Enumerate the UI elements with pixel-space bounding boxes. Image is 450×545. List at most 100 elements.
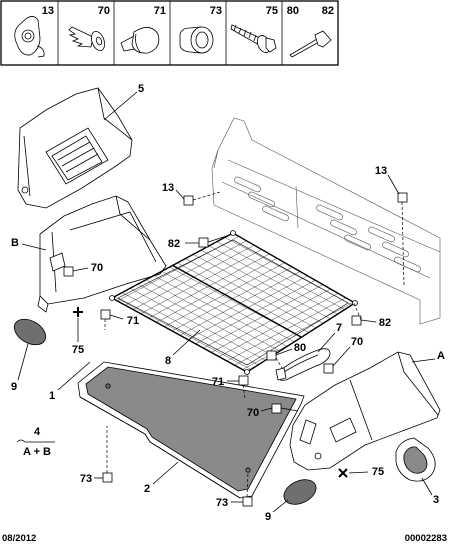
footer-diagram-code: 00002283: [405, 533, 447, 544]
trim-edge-line: [69, 211, 157, 263]
trim-aperture: [299, 419, 317, 445]
callout-label[interactable]: 3: [433, 494, 439, 506]
callout-label[interactable]: 73: [216, 497, 228, 509]
part-key-label[interactable]: 71: [154, 5, 166, 17]
callout-label[interactable]: 9: [265, 511, 271, 523]
rivet-icon: [289, 30, 332, 58]
trim-edge-line: [97, 87, 133, 141]
part-key-label[interactable]: 73: [210, 5, 222, 17]
fixing-path: [401, 201, 405, 287]
left-lower-side-trim: [37, 195, 167, 313]
part-key-label[interactable]: 75: [266, 5, 278, 17]
pad-left: [13, 318, 47, 346]
backrest-slot: [248, 191, 275, 208]
clip-tab: [36, 45, 45, 58]
backrest-slot: [316, 204, 343, 221]
backrest-band-bottom: [213, 204, 421, 301]
net-strap: [275, 348, 331, 381]
screw-head: [265, 37, 277, 53]
leader-line: [411, 358, 436, 363]
backrest-left-edge: [211, 149, 219, 206]
callout-label[interactable]: 7: [336, 322, 342, 334]
clip-hole: [24, 32, 32, 40]
callout-label[interactable]: 13: [162, 182, 174, 194]
leader-line: [175, 189, 185, 200]
assembly-composition: A + B: [23, 446, 51, 458]
part-key-label[interactable]: 82: [322, 5, 334, 17]
net-corner-hook: [109, 295, 115, 301]
clip-head-center: [95, 36, 103, 46]
leader-line: [332, 346, 351, 367]
part-key-label[interactable]: 80: [287, 5, 299, 17]
clip-shaft: [68, 26, 94, 48]
callout-label[interactable]: 71: [127, 315, 139, 327]
leader-line: [387, 174, 400, 195]
callout-label[interactable]: 70: [351, 336, 363, 348]
trim-pocket-rim: [51, 135, 103, 181]
callout-label[interactable]: 75: [72, 344, 84, 356]
floor-drain-hole: [105, 383, 111, 389]
footer-date: 08/2012: [2, 533, 36, 544]
leader-line: [17, 343, 29, 381]
parts-key-strip: 13 70 71 73 75 80 82: [0, 0, 339, 66]
backrest-slot: [382, 241, 409, 258]
callout-label[interactable]: 82: [168, 238, 180, 250]
backrest-slot: [262, 205, 289, 222]
rear-seat-backrest: [211, 117, 441, 325]
leader-line: [21, 243, 47, 251]
callout-label[interactable]: B: [11, 237, 19, 249]
ref-square: [397, 192, 408, 203]
backrest-slot: [234, 176, 261, 193]
floor-mat: [85, 366, 297, 492]
callout-label[interactable]: 2: [144, 483, 150, 495]
part-key-label[interactable]: 70: [98, 5, 110, 17]
net-corner-hook: [230, 230, 236, 236]
reference-squares: [63, 192, 408, 507]
leader-line: [272, 499, 289, 513]
callout-label[interactable]: 9: [11, 381, 17, 393]
trim-edge-line: [23, 135, 31, 197]
ref-square: [102, 472, 113, 483]
backrest-band-top: [227, 159, 441, 253]
callout-label[interactable]: 71: [212, 376, 224, 388]
callout-label[interactable]: 1: [49, 390, 55, 402]
strap-stitch: [283, 354, 319, 373]
hook-cover: [395, 437, 436, 482]
callout-label[interactable]: 8: [165, 355, 171, 367]
callout-label[interactable]: 5: [138, 83, 144, 95]
fixing-cross-left: [73, 307, 83, 317]
fixing-path: [353, 302, 362, 321]
ref-square: [198, 237, 209, 248]
callout-label[interactable]: 73: [80, 473, 92, 485]
leader-line: [57, 361, 91, 391]
left-upper-side-trim: [17, 87, 133, 209]
callout-label[interactable]: 75: [372, 466, 384, 478]
backrest-right-edge: [419, 238, 441, 325]
fixing-path: [242, 384, 246, 399]
backrest-top-contour: [213, 117, 441, 239]
ref-square: [100, 309, 111, 320]
part-key-label[interactable]: 13: [42, 5, 54, 17]
fixing-path: [192, 191, 221, 201]
callout-label[interactable]: 70: [91, 262, 103, 274]
leader-line: [103, 91, 138, 121]
ref-square: [63, 266, 74, 277]
pad-bottom: [283, 479, 317, 505]
rubber-bung-icon: [179, 26, 214, 54]
callout-label[interactable]: 82: [379, 317, 391, 329]
right-side-trim: [289, 351, 441, 471]
callout-label[interactable]: 13: [375, 165, 387, 177]
plug-rim: [135, 33, 141, 53]
trim-aperture: [49, 252, 66, 272]
backrest-seam: [295, 185, 299, 229]
leader-lines: [17, 91, 436, 513]
ref-square: [266, 350, 277, 361]
callout-label[interactable]: 80: [294, 342, 306, 354]
backrest-slot: [330, 219, 357, 236]
luggage-net: [109, 230, 358, 375]
strap-buckle: [275, 367, 287, 381]
callout-label[interactable]: A: [437, 350, 445, 362]
callout-label[interactable]: 70: [247, 407, 259, 419]
net-center-seam: [171, 264, 302, 338]
assembly-ref[interactable]: 4: [34, 426, 41, 438]
